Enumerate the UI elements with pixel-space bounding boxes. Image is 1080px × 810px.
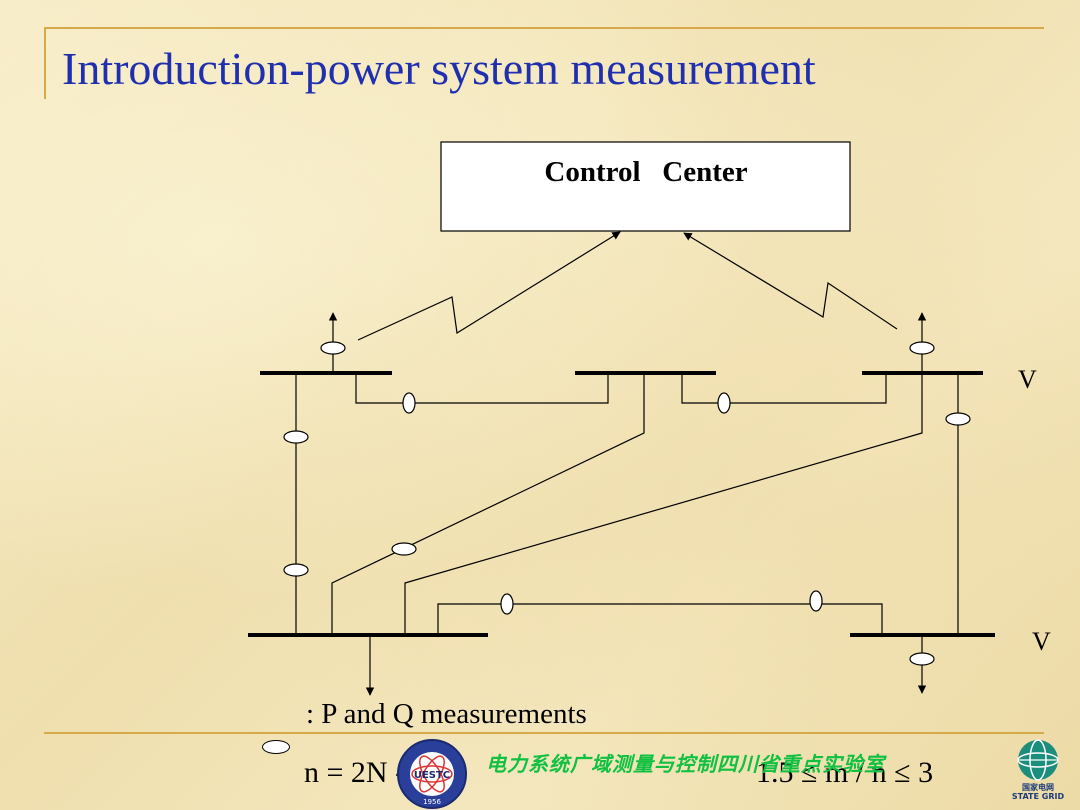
formula-redundancy-ratio: 1.5 ≤ m / n ≤ 3	[756, 756, 934, 789]
line-bus2-bus4	[331, 373, 645, 635]
state-grid-name-cn: 国家电网	[1022, 783, 1054, 792]
voltage-label-bus-3: V	[1018, 365, 1037, 394]
svg-text:1956: 1956	[423, 798, 441, 806]
legend-measurement-symbol	[262, 740, 290, 754]
pq-measurement-line-4-5-right	[809, 590, 823, 612]
svg-text:UESTC: UESTC	[414, 770, 450, 781]
pq-measurement-line-1-4-lower	[283, 563, 309, 577]
pq-measurement-line-3-5	[945, 412, 971, 426]
lab-name-banner: 电力系统广域测量与控制四川省重点实验室	[486, 752, 885, 776]
pq-measurement-line-1-2	[402, 392, 416, 414]
line-bus1-bus2	[355, 373, 609, 404]
legend-measurement-text: : P and Q measurements	[306, 698, 587, 730]
pq-measurement-line-2-4	[391, 542, 417, 556]
line-bus3-bus4	[404, 373, 923, 635]
pq-measurement-load-bus-5	[909, 652, 935, 666]
pq-measurement-injection-bus-1	[320, 341, 346, 355]
pq-measurement-line-4-5-left	[500, 593, 514, 615]
comm-link-right	[683, 232, 898, 330]
pq-measurement-injection-bus-3	[909, 341, 935, 355]
pq-measurement-line-1-4-upper	[283, 430, 309, 444]
voltage-label-bus-5: V	[1032, 627, 1051, 656]
line-bus2-bus3	[681, 373, 887, 404]
state-grid-logo-text: 国家电网 STATE GRID	[1010, 783, 1066, 802]
transmission-lines	[295, 373, 959, 635]
university-logo: UESTC 1956	[397, 739, 467, 809]
pq-measurement-line-2-3	[717, 392, 731, 414]
state-grid-name-en: STATE GRID	[1011, 791, 1065, 801]
footer-accent-rule	[44, 732, 1044, 734]
pq-measurements	[283, 341, 971, 666]
title-accent-rule	[44, 27, 1044, 29]
line-bus4-bus5	[437, 603, 883, 635]
title-accent-bar	[44, 27, 46, 99]
state-grid-logo-icon	[1017, 739, 1059, 781]
slide-title: Introduction-power system measurement	[62, 43, 816, 94]
comm-link-left	[357, 231, 621, 341]
control-center-label: Control Center	[544, 156, 747, 188]
control-center-box	[440, 141, 851, 232]
